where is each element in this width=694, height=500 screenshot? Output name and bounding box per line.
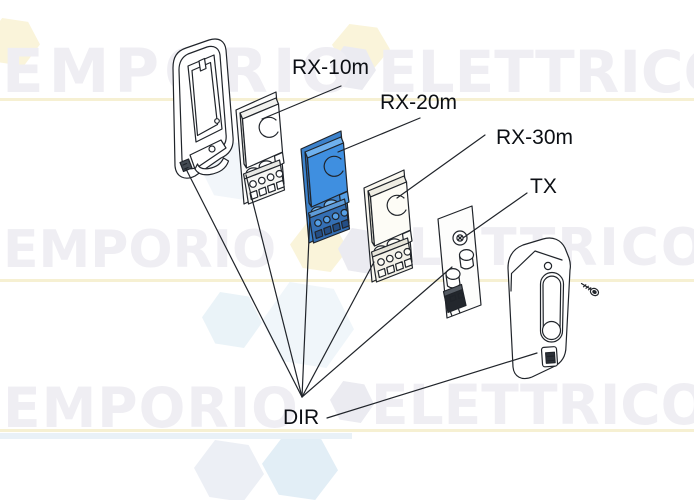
watermark-underline xyxy=(0,279,694,282)
watermark-text: ELETTRICO xyxy=(378,38,694,106)
cover-port xyxy=(540,346,559,368)
rx-30m-module xyxy=(363,169,414,283)
screw xyxy=(580,282,600,297)
watermark-strip xyxy=(0,433,352,439)
front-cover xyxy=(507,237,572,380)
watermark-underline xyxy=(0,98,694,101)
label-tx: TX xyxy=(530,175,557,198)
label-rx10m: RX-10m xyxy=(292,56,370,79)
rx-10m-module xyxy=(235,91,286,205)
label-dir: DIR xyxy=(283,406,320,429)
leader-line-rx10m xyxy=(261,85,342,120)
cover-lens xyxy=(541,320,562,341)
cover-hole xyxy=(543,261,553,271)
leader-line-tx xyxy=(462,192,528,239)
leader-line-rx20m xyxy=(337,117,421,153)
leader-line-dir-cover xyxy=(326,352,538,419)
dir-fan-lines xyxy=(185,168,453,398)
watermark-text: ELETTRICO xyxy=(371,373,694,437)
leader-line-rx30m xyxy=(396,134,486,199)
label-rx30m: RX-30m xyxy=(496,126,574,149)
mounting-bracket xyxy=(172,38,234,179)
watermark-text: EMPORIO xyxy=(3,376,299,440)
tx-board xyxy=(437,205,482,319)
watermark-text: EMPORIO xyxy=(3,220,277,280)
rx-20m-module-highlighted xyxy=(300,130,351,244)
label-rx20m: RX-20m xyxy=(380,91,458,114)
watermark-underline xyxy=(0,429,694,432)
